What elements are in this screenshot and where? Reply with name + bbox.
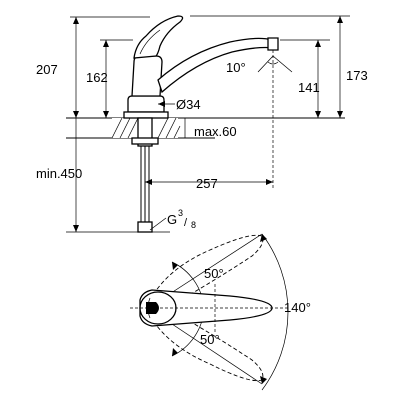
top-view (130, 233, 290, 391)
dimension-207 (70, 16, 150, 118)
angle-10-marker (257, 55, 293, 73)
dimension-162 (100, 39, 133, 118)
label-min450: min.450 (36, 166, 82, 181)
label-173: 173 (346, 68, 368, 83)
label-angle-total: 140° (284, 300, 311, 315)
handle-ghost-upper (149, 234, 264, 313)
thread-den: 8 (191, 220, 196, 230)
label-thread: G 3 / 8 (149, 208, 196, 231)
thread-g: G (167, 212, 177, 227)
dimension-max60 (180, 117, 190, 139)
faucet-body (123, 15, 279, 119)
label-diameter: Ø34 (176, 97, 201, 112)
label-max60: max.60 (194, 124, 237, 139)
dimension-141 (280, 39, 330, 118)
dimension-257 (145, 179, 273, 185)
dimension-173 (190, 15, 350, 118)
label-angle-lower: 50° (200, 332, 220, 347)
label-10deg: 10° (226, 60, 246, 75)
label-257: 257 (196, 176, 218, 191)
dimension-min450 (66, 118, 120, 233)
label-angle-upper: 50° (204, 266, 224, 281)
label-207: 207 (36, 62, 58, 77)
label-162: 162 (86, 70, 108, 85)
thread-num: 3 (178, 208, 183, 218)
arc-140 (261, 233, 289, 391)
handle-ghost-lower (149, 303, 264, 382)
label-141: 141 (298, 80, 320, 95)
svg-text:/: / (184, 217, 188, 229)
supply-pipe (120, 117, 170, 233)
